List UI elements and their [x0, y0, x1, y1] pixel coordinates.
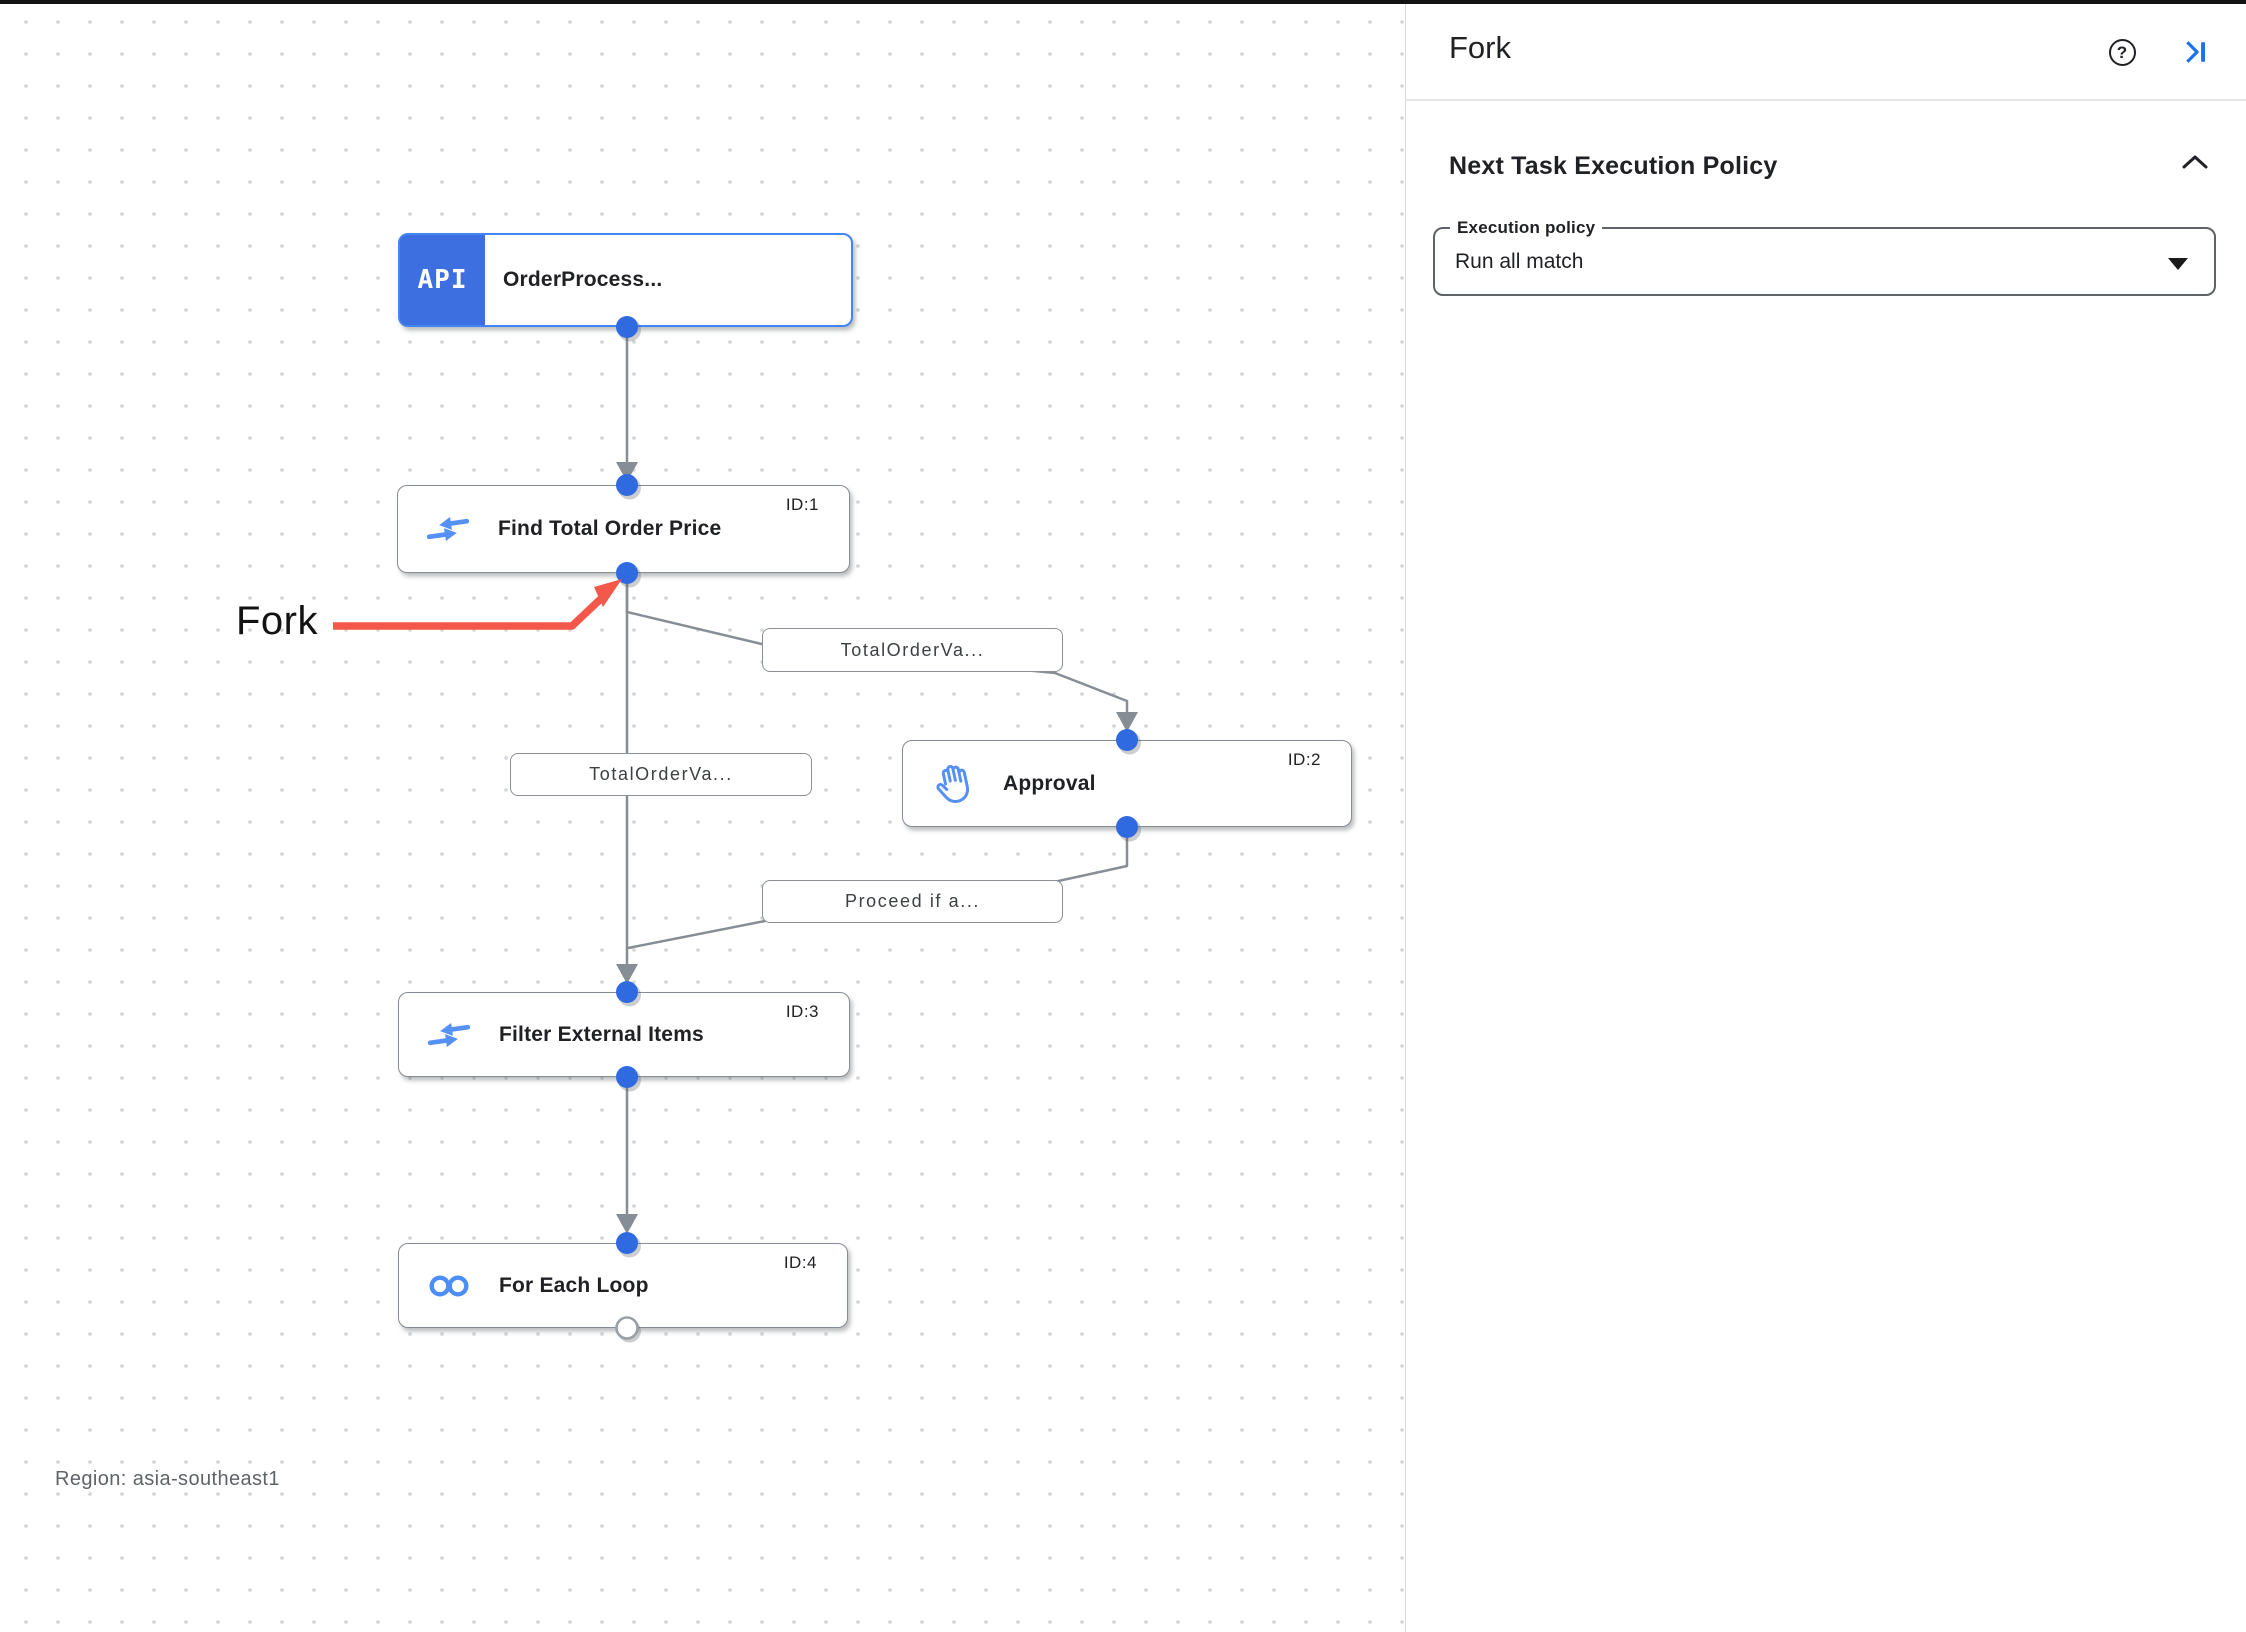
region-label: Region: asia-southeast1 — [55, 1468, 280, 1490]
node-title: Filter External Items — [499, 1022, 704, 1046]
arrowhead-into-approval — [1116, 712, 1138, 732]
data-mapping-icon — [425, 1009, 473, 1061]
help-icon[interactable]: ? — [2106, 36, 2138, 68]
edge-condition-label-fork-left[interactable]: TotalOrderVa... — [510, 753, 812, 796]
task-id-badge: ID:2 — [1287, 750, 1321, 769]
node-title: OrderProcess... — [503, 268, 663, 291]
edge-condition-label-approval-out[interactable]: Proceed if a... — [762, 880, 1063, 923]
approval-hand-icon — [929, 758, 977, 810]
section-title: Next Task Execution Policy — [1449, 152, 1778, 180]
fork-annotation-arrow — [333, 579, 622, 630]
collapse-panel-icon[interactable] — [2180, 36, 2212, 68]
chevron-up-icon[interactable] — [2180, 147, 2210, 177]
node-title: Approval — [1003, 771, 1096, 795]
task-id-badge: ID:3 — [785, 1002, 819, 1021]
panel-title: Fork — [1449, 30, 1511, 65]
dropdown-arrow-icon — [2168, 258, 2188, 270]
api-trigger-icon: API — [400, 235, 485, 325]
arrowhead-into-find — [616, 462, 638, 482]
task-id-badge: ID:4 — [783, 1253, 817, 1272]
loop-infinity-icon — [425, 1260, 473, 1312]
edge-condition-label-fork-right[interactable]: TotalOrderVa... — [762, 628, 1063, 672]
workflow-canvas[interactable]: API OrderProcess... Find Total Order Pri… — [0, 0, 1405, 1632]
execution-policy-value: Run all match — [1455, 250, 1584, 273]
task-id-badge: ID:1 — [785, 495, 819, 514]
node-find-total-order-price[interactable]: Find Total Order Price ID:1 — [397, 485, 850, 573]
arrowhead-into-foreach — [616, 1214, 638, 1234]
node-title: Find Total Order Price — [498, 517, 722, 540]
arrowhead-into-filter — [616, 964, 638, 984]
window-top-border — [0, 0, 2246, 4]
node-title: For Each Loop — [499, 1273, 649, 1297]
config-panel: Fork ? Next Task Execution Policy Execut… — [1405, 0, 2246, 1632]
fork-annotation-label: Fork — [236, 599, 318, 643]
config-panel-header: Fork ? — [1406, 0, 2246, 101]
node-for-each-loop[interactable]: For Each Loop ID:4 — [398, 1243, 848, 1328]
data-mapping-icon — [424, 503, 472, 555]
next-task-policy-section: Next Task Execution Policy — [1449, 101, 2210, 181]
execution-policy-label: Execution policy — [1450, 217, 1603, 239]
execution-policy-select[interactable]: Execution policy Run all match — [1433, 217, 2216, 296]
node-order-process-trigger[interactable]: API OrderProcess... — [398, 233, 853, 327]
node-approval[interactable]: Approval ID:2 — [902, 740, 1352, 827]
node-filter-external-items[interactable]: Filter External Items ID:3 — [398, 992, 850, 1077]
